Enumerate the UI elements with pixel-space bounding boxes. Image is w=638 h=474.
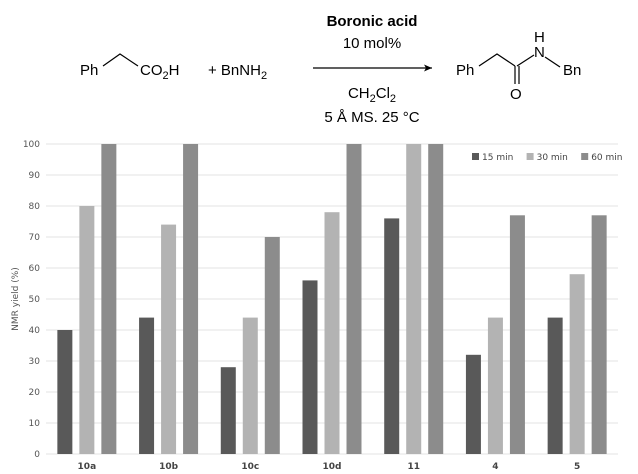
bar-5-15min — [547, 317, 563, 454]
category-label: 4 — [492, 462, 498, 472]
category-label: 10b — [159, 462, 179, 472]
bar-10a-60min — [101, 144, 117, 454]
reactant-ph-label: Ph — [80, 62, 98, 79]
y-tick-label: 90 — [29, 171, 41, 181]
product-n-label: N — [534, 44, 545, 61]
legend-swatch — [581, 153, 589, 160]
y-tick-label: 20 — [29, 388, 41, 398]
product-bond-3 — [544, 56, 561, 68]
y-tick-label: 30 — [29, 357, 41, 367]
bar-5-30min — [569, 274, 585, 454]
bar-10a-30min — [79, 206, 95, 454]
legend-swatch — [472, 153, 479, 160]
y-axis-label: NMR yield (%) — [11, 267, 21, 331]
bar-11-30min — [406, 144, 422, 454]
legend-entry: 15 min — [482, 153, 513, 163]
bar-5-60min — [591, 215, 607, 454]
bar-10c-30min — [242, 317, 258, 454]
product-bond-2 — [516, 54, 535, 67]
y-tick-label: 70 — [29, 233, 41, 243]
y-tick-label: 100 — [23, 140, 40, 150]
legend-swatch — [526, 153, 534, 160]
category-label: 10a — [78, 462, 97, 472]
bar-10d-15min — [302, 280, 318, 454]
category-label: 11 — [407, 462, 420, 472]
reaction-arrowhead — [424, 64, 432, 72]
y-tick-label: 0 — [34, 450, 40, 460]
y-tick-label: 10 — [29, 419, 41, 429]
product-ph-label: Ph — [456, 62, 474, 79]
bar-10d-60min — [346, 144, 362, 454]
bar-4-60min — [509, 215, 525, 454]
reactant-acid-label: CO2H — [140, 62, 179, 82]
y-tick-labels: 0 10 20 30 40 50 60 70 80 90 100 — [23, 140, 40, 460]
category-label: 5 — [574, 462, 580, 472]
bar-10c-15min — [220, 367, 236, 454]
y-tick-label: 40 — [29, 326, 41, 336]
product-bond-1 — [478, 53, 516, 67]
bars — [57, 144, 607, 454]
conditions-label: 5 Å MS. 25 °C — [324, 109, 419, 126]
legend: 15 min 30 min 60 min — [472, 153, 622, 163]
bar-4-15min — [465, 354, 481, 454]
bar-11-15min — [384, 218, 400, 454]
product-bn-label: Bn — [563, 62, 581, 79]
reaction-scheme: Ph CO2H + BnNH2 Boronic acid 10 mol% CH2… — [80, 13, 581, 126]
category-label: 10d — [323, 462, 342, 472]
bar-10b-30min — [161, 224, 177, 454]
bar-10b-60min — [183, 144, 199, 454]
bar-4-30min — [487, 317, 503, 454]
reactant-bond — [102, 53, 139, 67]
product-o-label: O — [510, 86, 522, 103]
bar-10b-15min — [139, 317, 155, 454]
legend-entry: 60 min — [591, 153, 622, 163]
amine-label: + BnNH2 — [208, 62, 267, 82]
bar-10a-15min — [57, 330, 73, 454]
y-tick-label: 80 — [29, 202, 41, 212]
category-labels: 10a 10b 10c 10d 11 4 5 — [78, 462, 581, 472]
bar-10d-30min — [324, 212, 340, 454]
legend-entry: 30 min — [537, 153, 568, 163]
product-h-label: H — [534, 29, 545, 46]
bar-10c-60min — [264, 237, 280, 454]
y-tick-label: 50 — [29, 295, 41, 305]
loading-label: 10 mol% — [343, 35, 401, 52]
bar-11-60min — [428, 144, 444, 454]
category-label: 10c — [241, 462, 259, 472]
y-tick-label: 60 — [29, 264, 41, 274]
solvent-label: CH2Cl2 — [348, 85, 396, 105]
catalyst-label: Boronic acid — [327, 13, 418, 30]
